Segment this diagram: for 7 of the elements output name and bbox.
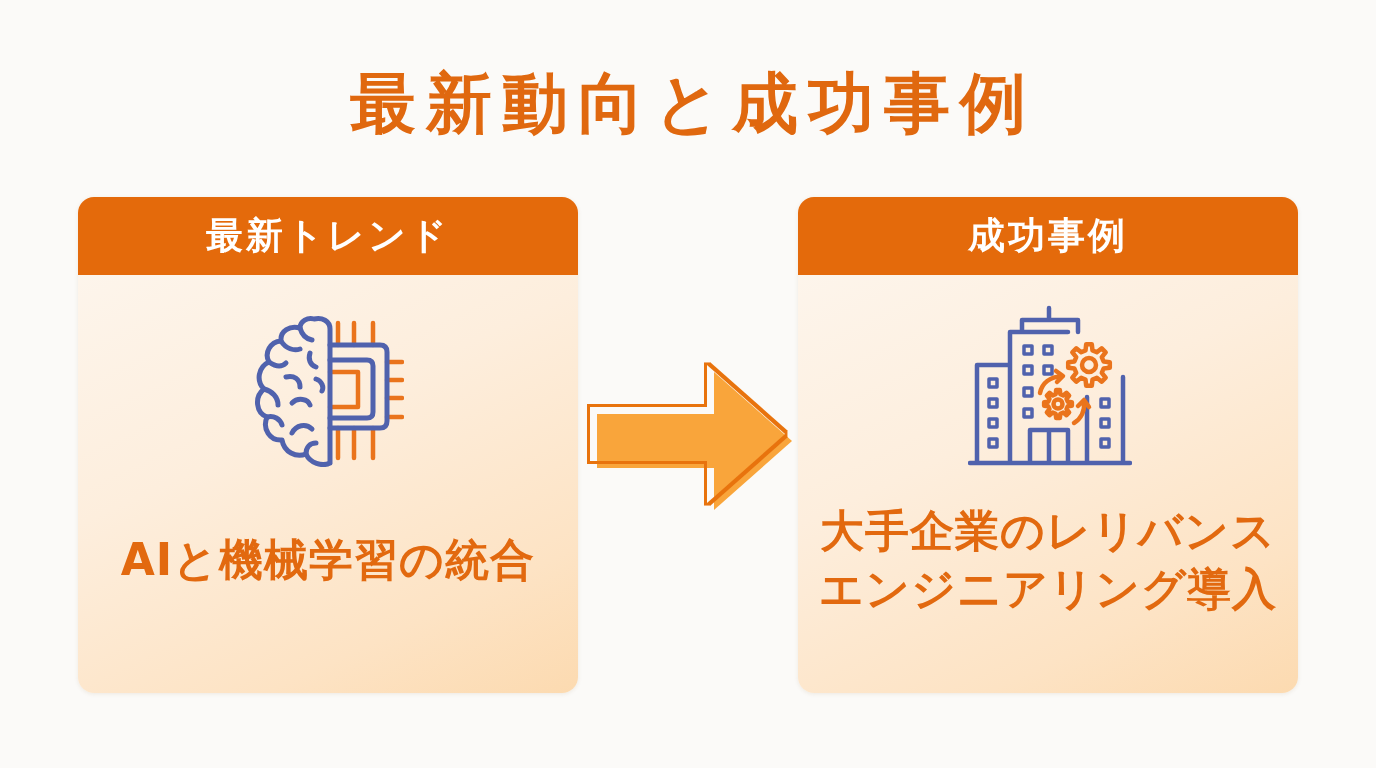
- card-header: 最新トレンド: [78, 197, 578, 275]
- card: [78, 197, 578, 693]
- card-text: 大手企業のレリバンスエンジニアリング導入: [818, 503, 1278, 616]
- title: 最新動向と成功事例: [349, 70, 1036, 138]
- card: [798, 197, 1298, 693]
- card-header: 成功事例: [798, 197, 1298, 275]
- card-text: AIと機械学習の統合: [120, 532, 536, 587]
